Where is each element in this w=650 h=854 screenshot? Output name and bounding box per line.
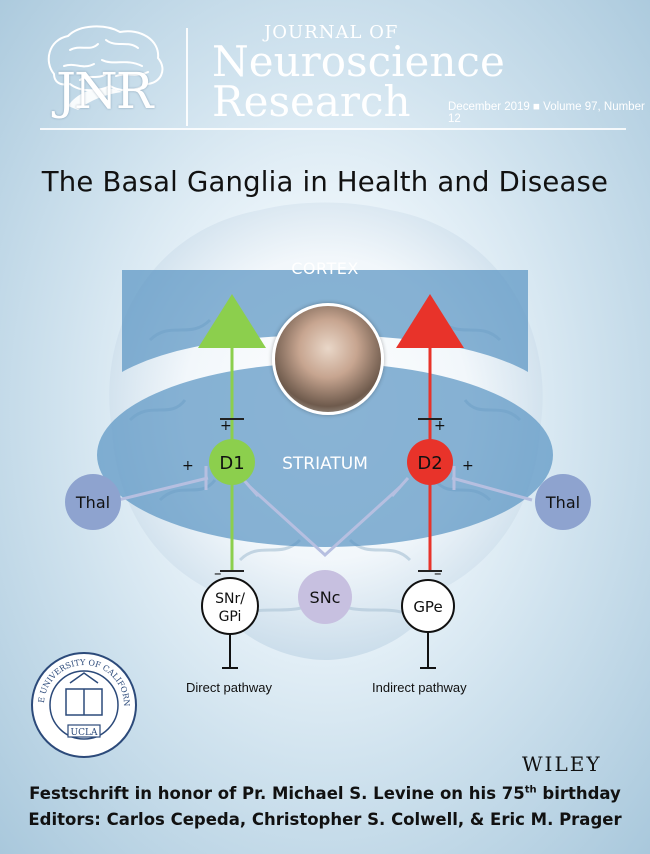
jnr-brain-logo-icon [47,25,164,110]
thal-right-node [535,474,591,530]
festschrift-line: Festschrift in honor of Pr. Michael S. L… [0,784,650,803]
d1-label: D1 [219,453,244,474]
thal-left-connection [117,476,209,502]
journal-name-line1: Neuroscience [212,37,505,86]
minus-sign-snr: – [214,564,222,582]
snr-label-line2: GPi [219,609,242,625]
ucla-seal-icon: THE UNIVERSITY OF CALIFORNIA UCLA [30,651,137,758]
masthead-divider [186,28,188,126]
festschrift-suffix: birthday [536,784,621,803]
editors-line: Editors: Carlos Cepeda, Christopher S. C… [28,810,622,829]
d1-node [209,439,255,485]
gpe-label: GPe [413,598,442,616]
plus-sign-d1-cortex: + [220,418,232,434]
journal-name-line2: Research [212,77,411,126]
logo-text: JNR [56,62,153,120]
cover-title: The Basal Ganglia in Health and Disease [41,166,609,198]
striatum-label: STRIATUM [282,454,368,474]
d2-node [407,439,453,485]
snc-label: SNc [310,588,341,607]
snc-projection-lines [248,485,402,558]
snr-label-line1: SNr/ [215,591,245,607]
publisher-logo: WILEY [522,752,602,776]
minus-sign-gpe: – [434,564,442,582]
thal-left-label: Thal [75,493,110,512]
direct-pathway-label: Direct pathway [186,680,272,695]
d2-projection-neuron-triangle [396,294,464,348]
svg-text:UCLA: UCLA [71,728,98,738]
d1-projection-neuron-triangle [198,294,266,348]
striatum-region [97,363,553,547]
thal-left-node [65,474,121,530]
masthead-rule [40,128,626,130]
festschrift-superscript: th [524,784,537,796]
plus-sign-d2-thal: + [462,458,474,474]
plus-sign-d1-thal: + [182,458,194,474]
honoree-portrait-photo [272,303,384,415]
festschrift-text: Festschrift in honor of Pr. Michael S. L… [29,784,525,803]
thal-right-connection [451,476,533,502]
issue-info: December 2019 ■ Volume 97, Number 12 [448,101,645,125]
thal-right-label: Thal [545,493,580,512]
snc-node [298,570,352,624]
d2-label: D2 [417,453,442,474]
indirect-pathway-label: Indirect pathway [372,680,467,695]
journal-prefix: JOURNAL OF [264,22,399,43]
cortex-label: CORTEX [291,259,359,278]
plus-sign-d2-cortex: + [434,418,446,434]
